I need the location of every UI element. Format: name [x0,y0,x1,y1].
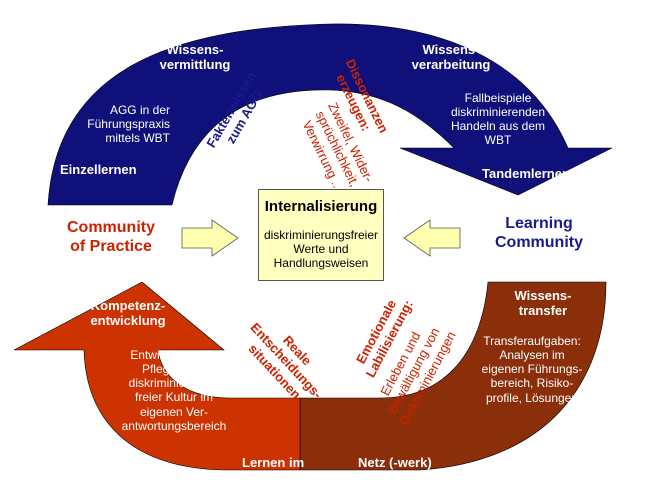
lernen-im-label: Lernen im [242,455,305,470]
internalisierung-title: Internalisierung [264,198,378,215]
bottom-right-brown-arc [299,281,607,471]
einzellernen-label: Einzellernen [60,162,137,177]
internalisierung-text: diskriminierungsfreier Werte und Handlun… [263,228,379,271]
tandemlernen-label: Tandemlernen [482,166,570,181]
top-blue-arrow [47,23,613,206]
netz-werk-label: Netz (-werk) [358,455,432,470]
wissenstransfer-title: Wissens- transfer [514,288,572,319]
community-of-practice-label: Community of Practice [67,219,155,255]
left-side-arrow [181,219,239,257]
wissensvermittlung-title: Wissens- vermittlung [159,42,231,73]
wissensverarbeitung-title: Wissens- verarbeitung [411,42,491,73]
wissensverarbeitung-text: Fallbeispiele diskriminierenden Handeln … [450,91,546,148]
learning-community-label: Learning Community [495,215,583,251]
right-side-arrow [403,219,461,257]
internalisierung-box: Internalisierung diskriminierungsfreier … [258,189,384,281]
kompetenzentwicklung-text: Entwicklung und Pflege einer diskriminie… [121,348,227,433]
bottom-left-red-arrow [13,281,301,471]
wissenstransfer-text: Transferaufgaben: Analysen im eigenen Fü… [481,334,583,405]
wissensvermittlung-text: AGG in der Führungspraxis mittels WBT [87,103,170,146]
kompetenzentwicklung-title: Kompetenz- entwicklung [90,298,166,329]
